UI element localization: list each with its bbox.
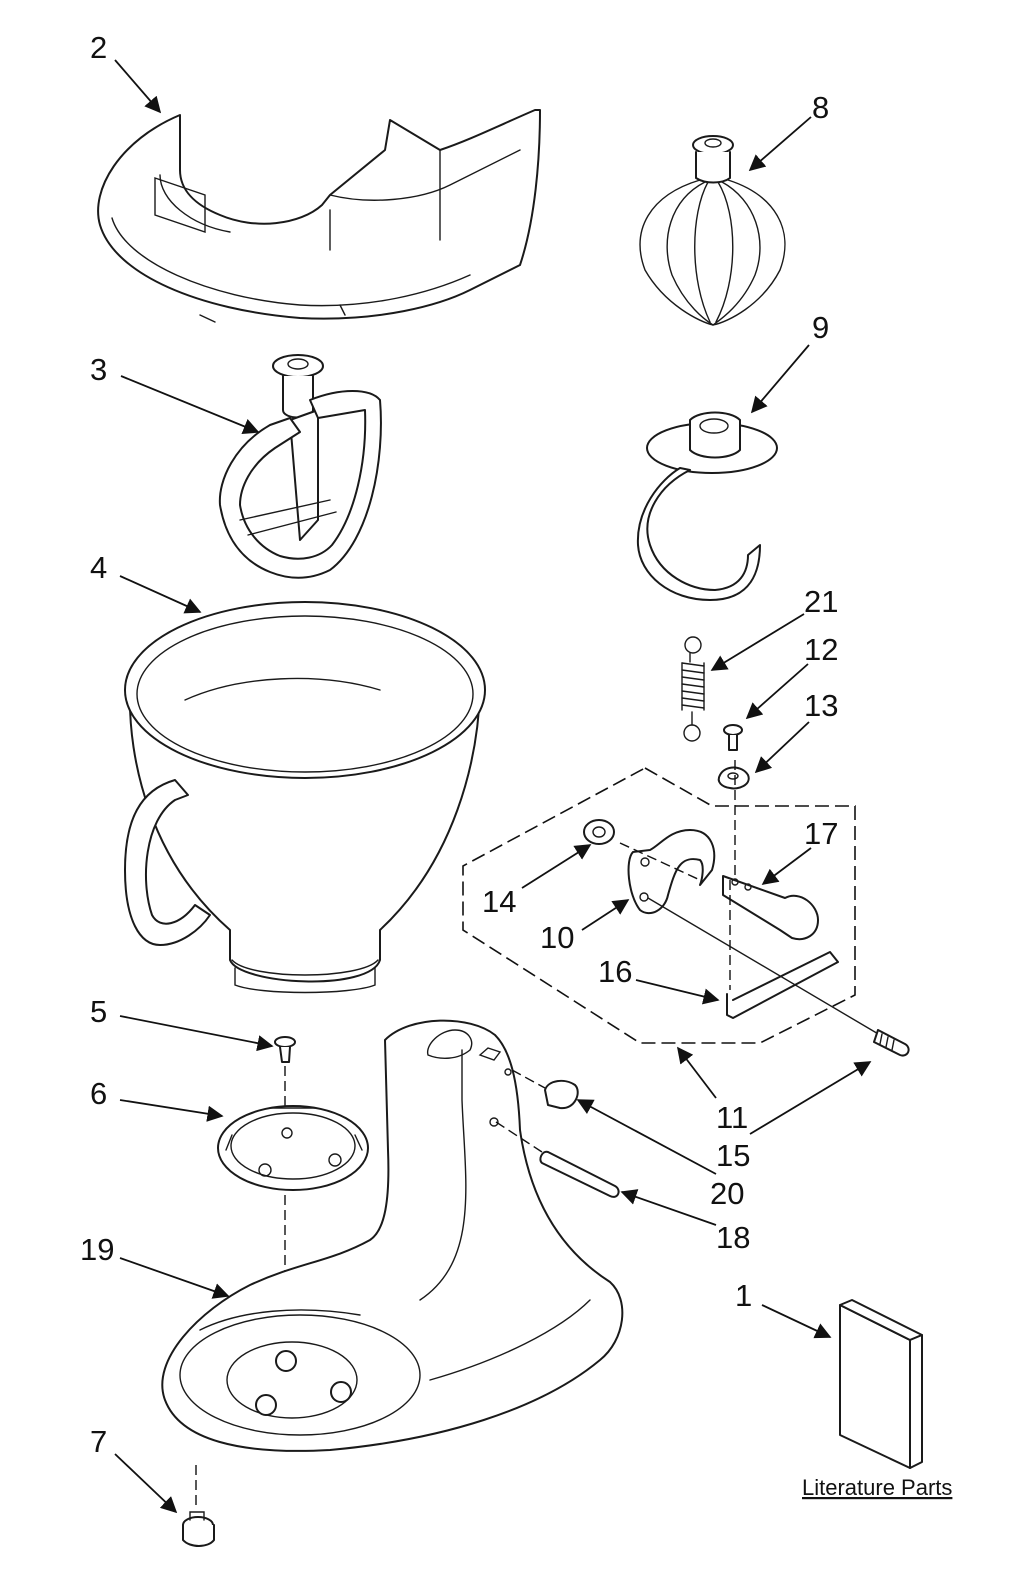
leader-lines [114, 59, 872, 1514]
callout-18: 18 [716, 1220, 750, 1255]
callout-20: 20 [710, 1176, 744, 1211]
hinge-pin [873, 1029, 910, 1057]
callout-4: 4 [90, 550, 107, 585]
callout-21: 21 [804, 584, 838, 619]
callout-7: 7 [90, 1424, 107, 1459]
callout-10: 10 [540, 920, 574, 955]
callout-3: 3 [90, 352, 107, 387]
callout-14: 14 [482, 884, 516, 919]
hinge-cover-20 [511, 1069, 579, 1110]
callout-13: 13 [804, 688, 838, 723]
dough-hook [636, 411, 778, 601]
hinge-pin-18 [495, 1121, 620, 1198]
literature-booklet [839, 1299, 923, 1469]
callout-1: 1 [735, 1278, 752, 1313]
callout-16: 16 [598, 954, 632, 989]
callout-17: 17 [804, 816, 838, 851]
callout-12: 12 [804, 632, 838, 667]
pedestal-base [161, 1019, 624, 1452]
callout-19: 19 [80, 1232, 114, 1267]
wire-whip [639, 135, 786, 326]
callout-2: 2 [90, 30, 107, 65]
screw-12 [723, 724, 743, 751]
callout-9: 9 [812, 310, 829, 345]
callout-15: 15 [716, 1138, 750, 1173]
pouring-shield [97, 109, 541, 323]
callout-labels: 2 3 4 5 6 7 8 9 21 12 13 17 14 10 16 11 … [80, 30, 952, 1500]
hinge-assembly-group [462, 760, 881, 1044]
callout-5: 5 [90, 994, 107, 1029]
callout-8: 8 [812, 90, 829, 125]
callout-6: 6 [90, 1076, 107, 1111]
callout-11: 11 [716, 1100, 748, 1135]
washer-13 [717, 766, 750, 790]
literature-parts-label: Literature Parts [802, 1475, 952, 1500]
mixing-bowl [124, 601, 486, 994]
hinge-spring [681, 636, 705, 742]
rubber-foot [182, 1465, 215, 1547]
flat-beater [218, 354, 382, 579]
